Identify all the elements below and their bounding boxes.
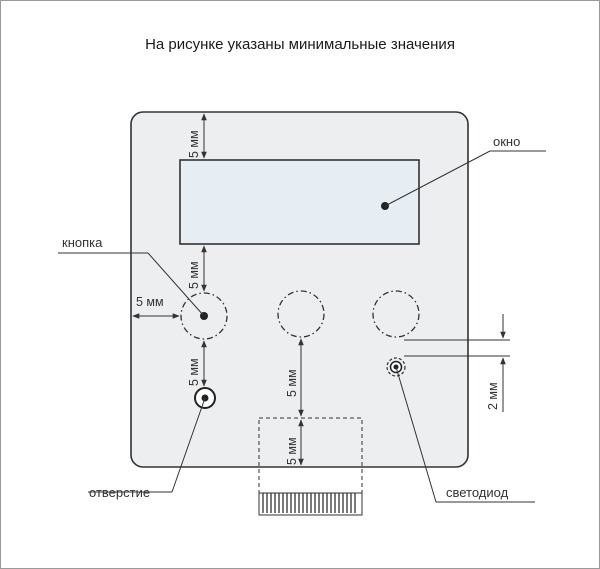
button-outline-left	[180, 292, 228, 340]
button-outline-middle	[277, 290, 325, 338]
hole-leader	[171, 397, 206, 493]
connector-zone	[258, 417, 363, 494]
button-label: кнопка	[62, 235, 103, 250]
led-outline	[386, 357, 406, 377]
led-leader	[395, 366, 437, 503]
dim-top-label: 5 мм	[187, 130, 201, 158]
dim-button-hole-label: 5 мм	[187, 358, 201, 386]
led-label: светодиод	[446, 485, 509, 500]
diagram-title: На рисунке указаны минимальные значения	[145, 36, 455, 53]
window-label: окно	[493, 134, 520, 149]
dim-button-connector-label: 5 мм	[285, 369, 299, 397]
dim-left-label: 5 мм	[136, 295, 164, 309]
button-leader	[147, 252, 205, 317]
button-outline-right	[372, 290, 420, 338]
dim-led-label: 2 мм	[486, 382, 500, 410]
dim-connector-top-label: 5 мм	[285, 437, 299, 465]
window-leader	[384, 150, 491, 207]
window	[179, 159, 420, 245]
connector-pins	[262, 493, 356, 513]
hole-label: отверстие	[89, 485, 150, 500]
dim-window-button-label: 5 мм	[187, 261, 201, 289]
